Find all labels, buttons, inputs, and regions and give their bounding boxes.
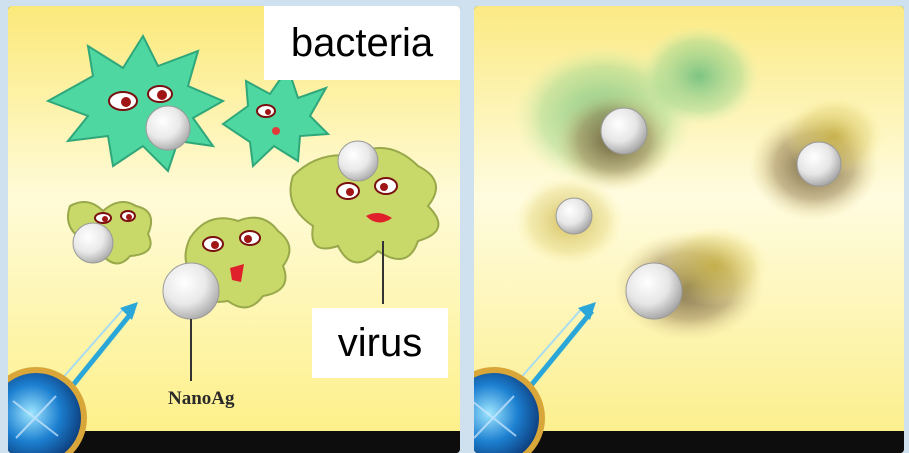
silver-nanoparticle-icon	[163, 263, 219, 319]
panel-before: bacteria virus NanoAg	[8, 6, 460, 453]
silver-nanoparticle-icon	[146, 106, 190, 150]
silver-nanoparticle-icon	[338, 141, 378, 181]
panel-after	[474, 6, 904, 453]
silver-nanoparticle-icon	[73, 223, 113, 263]
nanoag-label: NanoAg	[168, 388, 235, 410]
bacteria-label: bacteria	[264, 6, 460, 80]
panel-after-illustration	[474, 6, 904, 453]
silver-nanoparticle-icon	[626, 263, 682, 319]
silver-nanoparticle-icon	[556, 198, 592, 234]
virus-label: virus	[312, 308, 448, 378]
silver-nanoparticle-icon	[601, 108, 647, 154]
silver-nanoparticle-icon	[797, 142, 841, 186]
